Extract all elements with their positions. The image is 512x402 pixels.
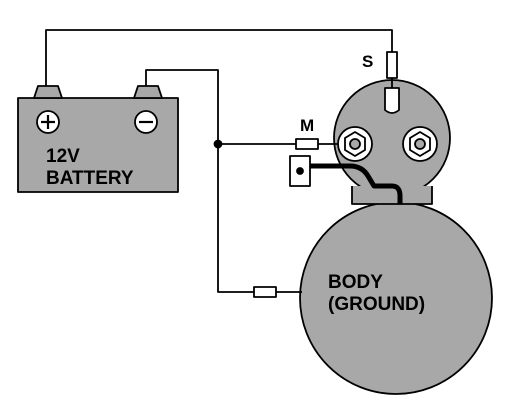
solenoid-flange bbox=[351, 186, 433, 205]
battery-voltage-label: 12V bbox=[46, 146, 80, 167]
plus-icon bbox=[41, 115, 55, 129]
negative-wire bbox=[145, 69, 254, 293]
m-terminal-label: M bbox=[300, 116, 315, 135]
battery-name-label: BATTERY bbox=[46, 167, 134, 189]
s-terminal-label: S bbox=[362, 52, 374, 71]
positive-wire bbox=[45, 29, 393, 88]
s-terminal-spade bbox=[384, 87, 400, 114]
battery-negative-post bbox=[133, 85, 163, 99]
body-label: BODY bbox=[328, 272, 383, 293]
m-connector-clip bbox=[295, 138, 319, 150]
ground-connector-clip bbox=[253, 286, 277, 298]
s-connector-clip bbox=[386, 51, 398, 79]
body-ground-label: BODY (GROUND) bbox=[328, 272, 425, 316]
battery-positive-post bbox=[33, 85, 63, 99]
ground-label: (GROUND) bbox=[328, 293, 426, 315]
wire-junction-dot bbox=[213, 139, 223, 149]
field-strap bbox=[310, 163, 403, 204]
battery-label: 12V BATTERY bbox=[46, 146, 134, 190]
